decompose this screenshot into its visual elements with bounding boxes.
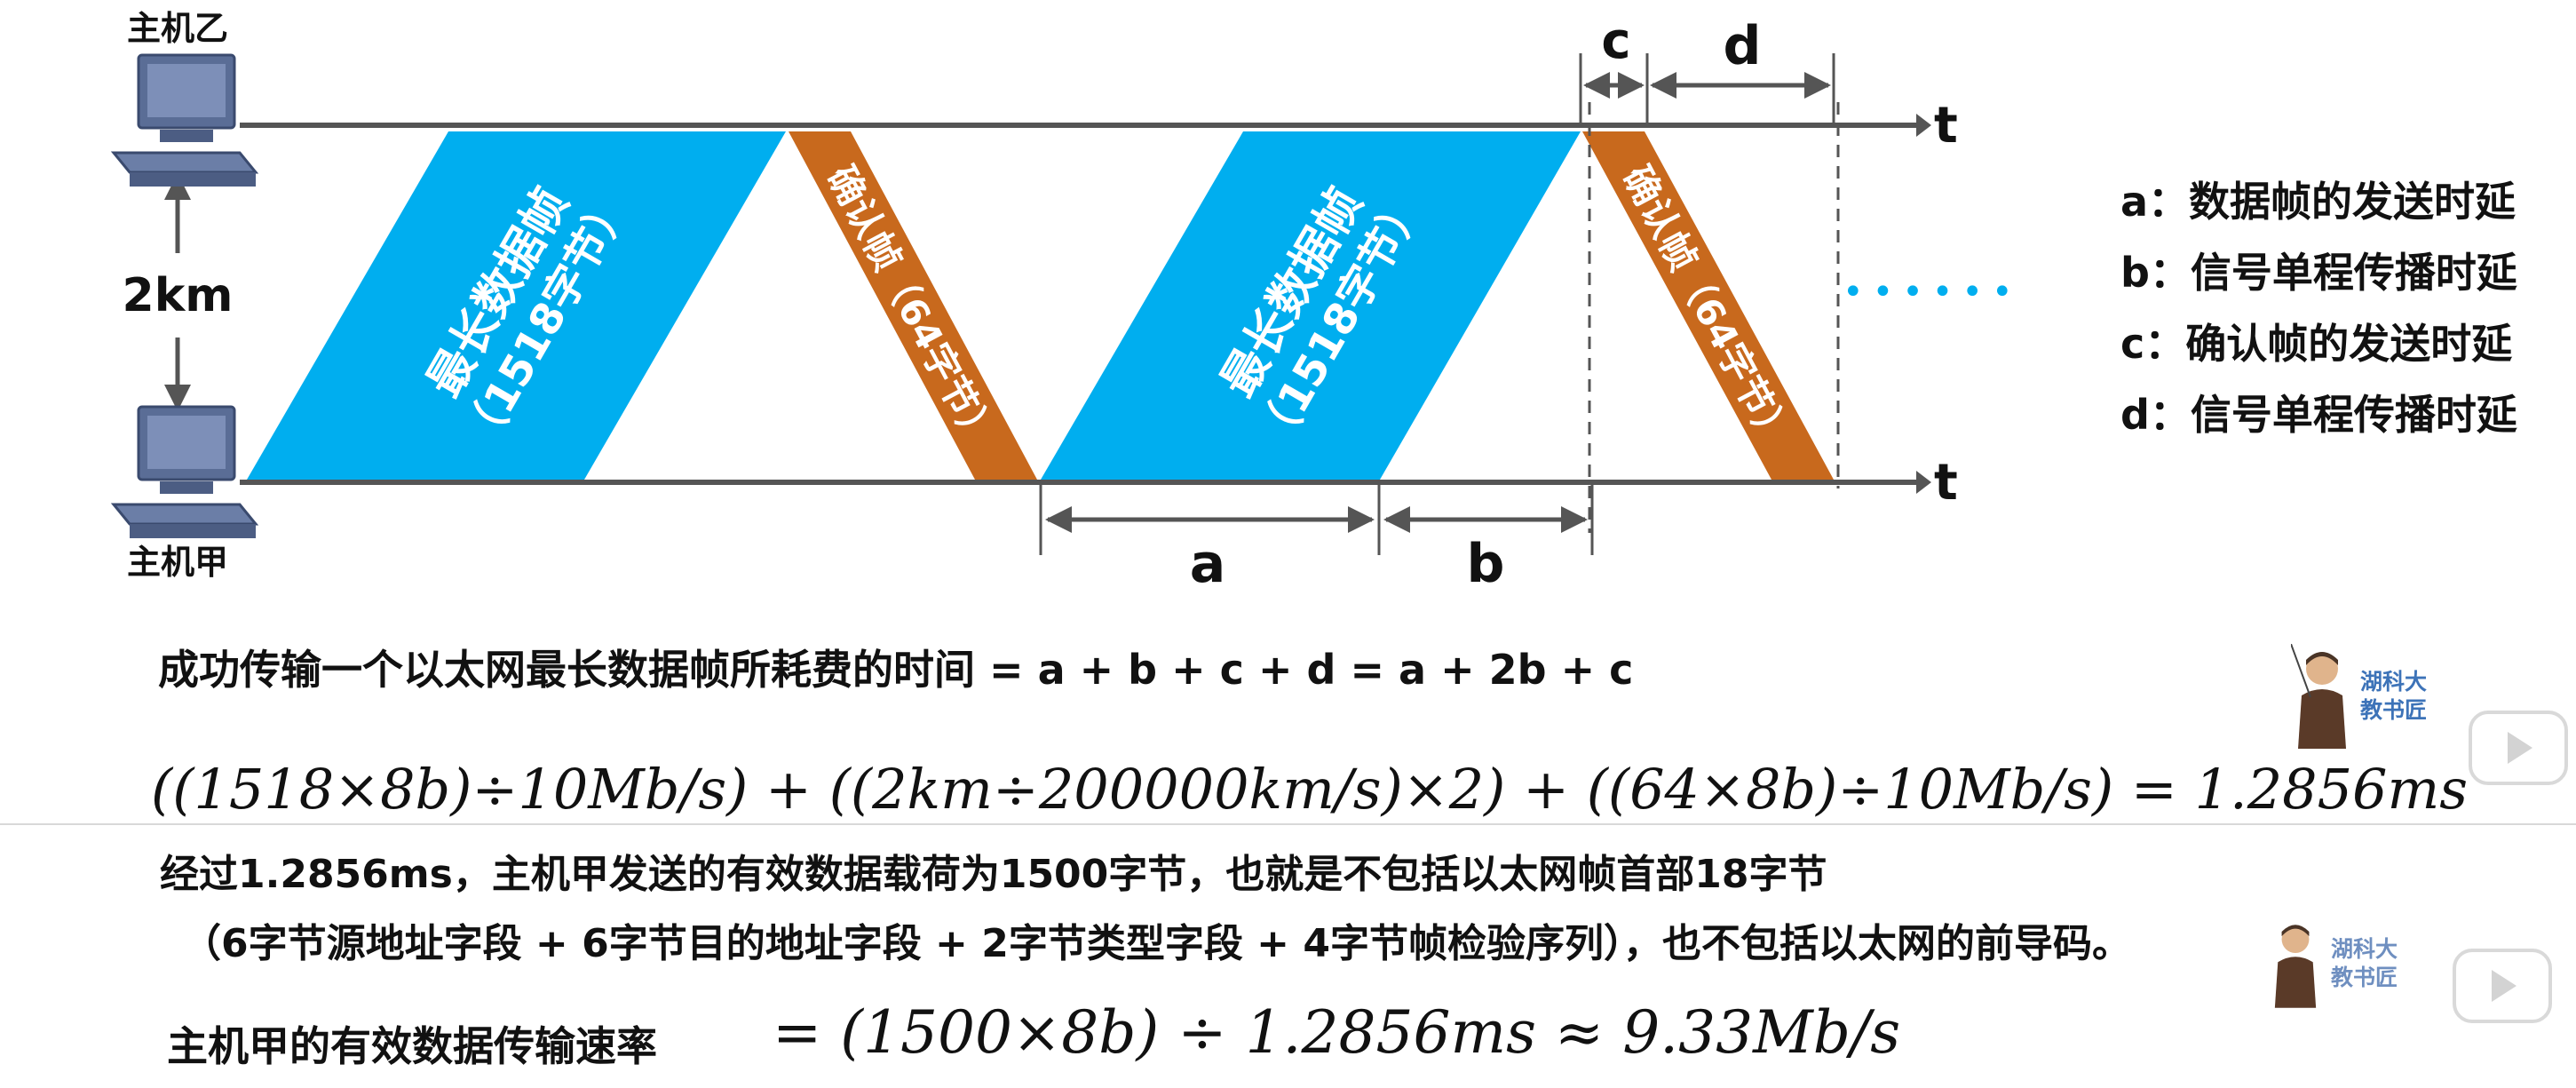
legend-item-c: c：确认帧的发送时延 <box>2120 320 2512 368</box>
data-frame-2 <box>1041 131 1581 480</box>
host-top-computer-icon <box>110 53 259 187</box>
legend-item-d: d：信号单程传播时延 <box>2120 391 2517 439</box>
play-button-bottom[interactable] <box>2453 949 2552 1023</box>
play-icon <box>2508 732 2532 764</box>
teacher-avatar-icon <box>2291 644 2346 749</box>
legend-item-b: b：信号单程传播时延 <box>2120 249 2517 297</box>
host-top-label: 主机乙 <box>127 9 228 48</box>
interval-a-label: a <box>1190 533 1226 595</box>
play-icon <box>2492 970 2517 1002</box>
watermark-text-bottom-1: 湖科大 <box>2331 936 2398 962</box>
continuation-dots: •••••• <box>1843 272 2022 313</box>
rate-label: 主机甲的有效数据传输速率 <box>167 1022 657 1070</box>
divider <box>0 823 2576 825</box>
ack-frame-1 <box>789 131 1037 480</box>
host-bottom-label: 主机甲 <box>127 543 228 582</box>
teacher-avatar-icon <box>2274 925 2317 1008</box>
watermark-logo-bottom: 湖科大 教书匠 <box>2269 915 2420 1021</box>
calculation-formula: ((1518×8b)÷10Mb/s) + ((2km÷200000km/s)×2… <box>151 757 2469 822</box>
rate-formula: = (1500×8b) ÷ 1.2856ms ≈ 9.33Mb/s <box>773 998 1901 1067</box>
axis-top-label: t <box>1934 97 1958 155</box>
axis-top-arrowhead <box>1916 114 1931 137</box>
play-button-top[interactable] <box>2469 711 2568 785</box>
watermark-text-bottom-2: 教书匠 <box>2331 965 2398 990</box>
watermark-logo-top: 湖科大 教书匠 <box>2291 644 2442 750</box>
distance-label: 2km <box>123 269 234 322</box>
interval-b-label: b <box>1467 533 1505 595</box>
ack-frame-2 <box>1582 131 1834 480</box>
ack-frame-2-label: 确认帧（64字节） <box>1614 159 1800 456</box>
watermark-text-top-2: 教书匠 <box>2360 697 2428 723</box>
note-line-2: （6字节源地址字段 + 6字节目的地址字段 + 2字节类型字段 + 4字节帧检验… <box>182 921 2131 966</box>
interval-d-label: d <box>1724 15 1762 77</box>
note-line-1: 经过1.2856ms，主机甲发送的有效数据载荷为1500字节，也就是不包括以太网… <box>160 852 1827 897</box>
data-frame-1 <box>247 131 786 480</box>
watermark-text-top-1: 湖科大 <box>2360 669 2428 695</box>
ack-frame-1-label: 确认帧（64字节） <box>819 159 1004 456</box>
time-formula: 成功传输一个以太网最长数据帧所耗费的时间 = a + b + c + d = a… <box>158 646 1634 694</box>
axis-bottom-arrowhead <box>1916 471 1931 494</box>
legend-item-a: a：数据帧的发送时延 <box>2120 178 2516 226</box>
host-bottom-computer-icon <box>110 405 259 538</box>
axis-bottom-label: t <box>1934 454 1958 512</box>
interval-c-label: c <box>1601 12 1630 70</box>
